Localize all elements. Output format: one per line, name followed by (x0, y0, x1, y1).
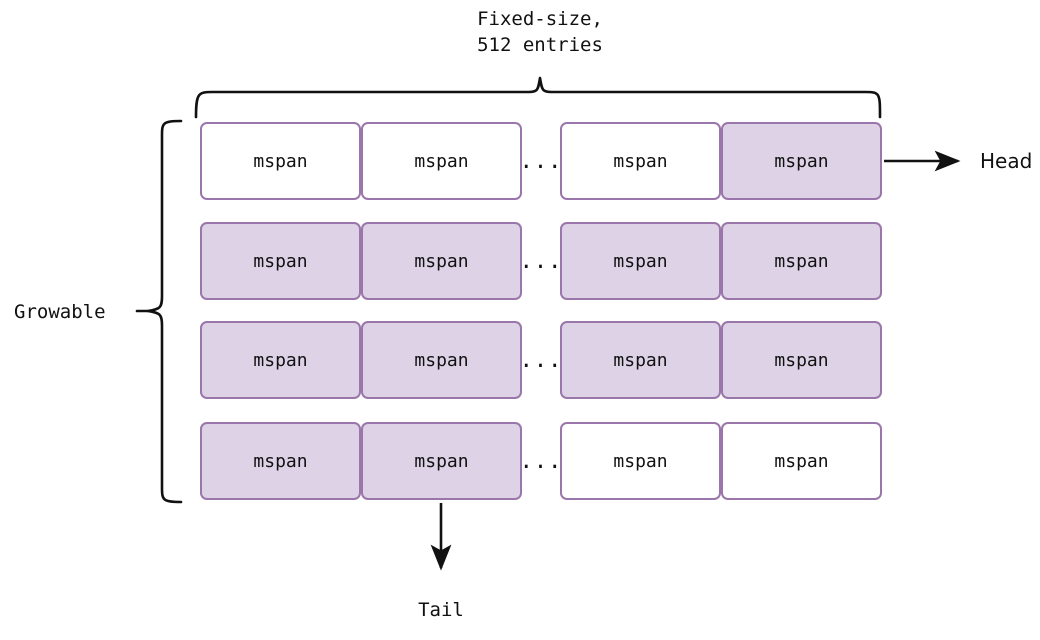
ellipsis-r4: ... (519, 448, 563, 474)
mspan-cell-r3c4[interactable]: mspan (721, 321, 882, 399)
mspan-cell-r3c1[interactable]: mspan (200, 321, 361, 399)
mspan-cell-r3c2[interactable]: mspan (361, 321, 522, 399)
mspan-cell-r4c1[interactable]: mspan (200, 422, 361, 500)
ellipsis-r2: ... (519, 248, 563, 274)
ellipsis-r3: ... (519, 347, 563, 373)
fixed-size-caption: Fixed-size, 512 entries (477, 8, 603, 56)
mspan-cell-r1c1[interactable]: mspan (200, 122, 361, 200)
growable-label: Growable (14, 301, 106, 323)
mspan-cell-r4c4[interactable]: mspan (721, 422, 882, 500)
mspan-cell-r1c2[interactable]: mspan (361, 122, 522, 200)
mspan-cell-r2c1[interactable]: mspan (200, 222, 361, 300)
fixed-size-brace (194, 76, 882, 119)
mspan-cell-r3c3[interactable]: mspan (560, 321, 721, 399)
mspan-cell-r1c3[interactable]: mspan (560, 122, 721, 200)
mspan-cell-r1c4[interactable]: mspan (721, 122, 882, 200)
mspan-cell-r2c2[interactable]: mspan (361, 222, 522, 300)
tail-label: Tail (418, 599, 464, 621)
mspan-cell-r4c2[interactable]: mspan (361, 422, 522, 500)
head-label: Head (980, 149, 1033, 173)
mspan-cell-r4c3[interactable]: mspan (560, 422, 721, 500)
mspan-cell-r2c4[interactable]: mspan (721, 222, 882, 300)
ellipsis-r1: ... (519, 148, 563, 174)
mspan-cell-r2c3[interactable]: mspan (560, 222, 721, 300)
